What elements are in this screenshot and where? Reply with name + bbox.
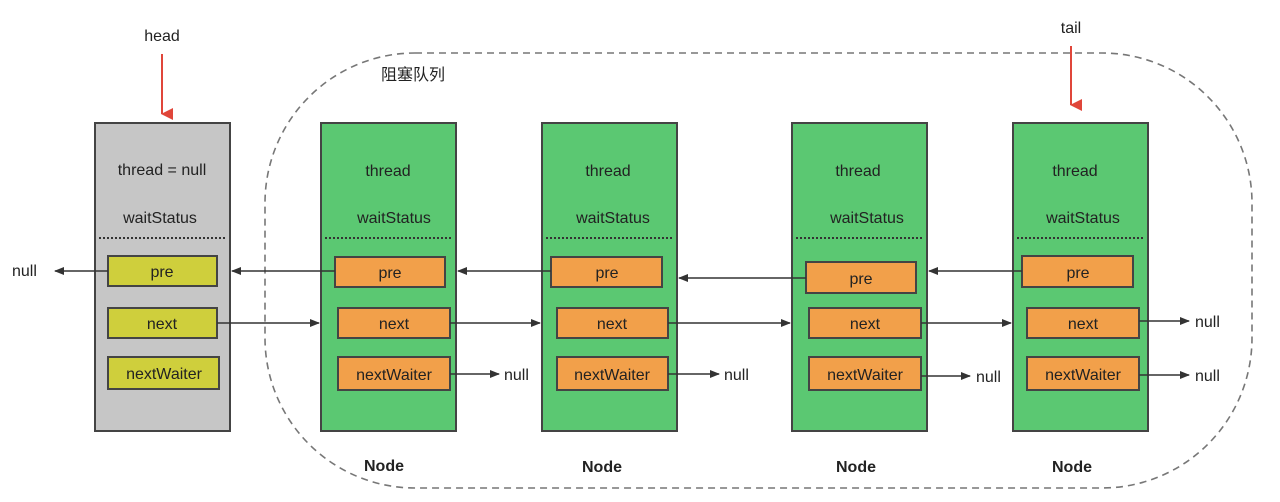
- node-thread: thread: [585, 163, 630, 180]
- queue-node-2: thread waitStatus pre next nextWaiter No…: [541, 122, 678, 476]
- node-next-field: [556, 307, 669, 339]
- node-next-label: next: [850, 316, 881, 333]
- node-waitstatus: waitStatus: [356, 210, 431, 227]
- node-pre-field: [805, 261, 917, 294]
- node-next-label: next: [379, 316, 410, 333]
- tail-label: tail: [1061, 20, 1081, 37]
- head-node-pre-label: pre: [150, 264, 173, 281]
- node-nextwaiter-label: nextWaiter: [1045, 367, 1122, 384]
- node-nextwaiter-label: nextWaiter: [827, 367, 904, 384]
- null-label: null: [724, 367, 749, 384]
- head-node-thread: thread = null: [118, 162, 207, 179]
- queue-node-4: thread waitStatus pre next nextWaiter No…: [1012, 122, 1149, 476]
- node-caption: Node: [1052, 459, 1092, 476]
- node-pre-field: [550, 256, 663, 288]
- head-node-next-field: [107, 307, 218, 339]
- null-label: null: [1195, 314, 1220, 331]
- node-caption: Node: [836, 459, 876, 476]
- null-label: null: [976, 369, 1001, 386]
- head-node-waitstatus: waitStatus: [122, 210, 197, 227]
- node-waitstatus: waitStatus: [829, 210, 904, 227]
- node-waitstatus: waitStatus: [575, 210, 650, 227]
- head-node: thread = null waitStatus pre next nextWa…: [94, 122, 231, 432]
- node-nextwaiter-field: [808, 356, 922, 391]
- node-next-field: [1026, 307, 1140, 339]
- node-waitstatus: waitStatus: [1045, 210, 1120, 227]
- queue-node-3: thread waitStatus pre next nextWaiter No…: [791, 122, 928, 476]
- node-next-label: next: [597, 316, 628, 333]
- null-label: null: [12, 263, 37, 280]
- head-node-nextwaiter-field: [107, 356, 220, 390]
- node-pre-label: pre: [1066, 265, 1089, 282]
- queue-node-1: thread waitStatus pre next nextWaiter No…: [320, 122, 457, 475]
- node-next-field: [337, 307, 451, 339]
- node-thread: thread: [365, 163, 410, 180]
- head-node-nextwaiter-label: nextWaiter: [126, 366, 203, 383]
- node-pre-label: pre: [595, 265, 618, 282]
- node-nextwaiter-field: [1026, 356, 1140, 391]
- node-thread: thread: [835, 163, 880, 180]
- node-caption: Node: [582, 459, 622, 476]
- node-nextwaiter-label: nextWaiter: [574, 367, 651, 384]
- node-pre-field: [1021, 255, 1134, 288]
- head-node-next-label: next: [147, 316, 178, 333]
- node-nextwaiter-field: [337, 356, 451, 391]
- null-label: null: [504, 367, 529, 384]
- head-label: head: [144, 28, 180, 45]
- node-pre-label: pre: [378, 265, 401, 282]
- node-pre-field: [334, 256, 446, 288]
- node-pre-label: pre: [849, 271, 872, 288]
- node-next-field: [808, 307, 922, 339]
- blocking-queue-label: 阻塞队列: [381, 66, 445, 84]
- null-label: null: [1195, 368, 1220, 385]
- node-caption: Node: [364, 458, 404, 475]
- node-nextwaiter-label: nextWaiter: [356, 367, 433, 384]
- node-thread: thread: [1052, 163, 1097, 180]
- node-next-label: next: [1068, 316, 1099, 333]
